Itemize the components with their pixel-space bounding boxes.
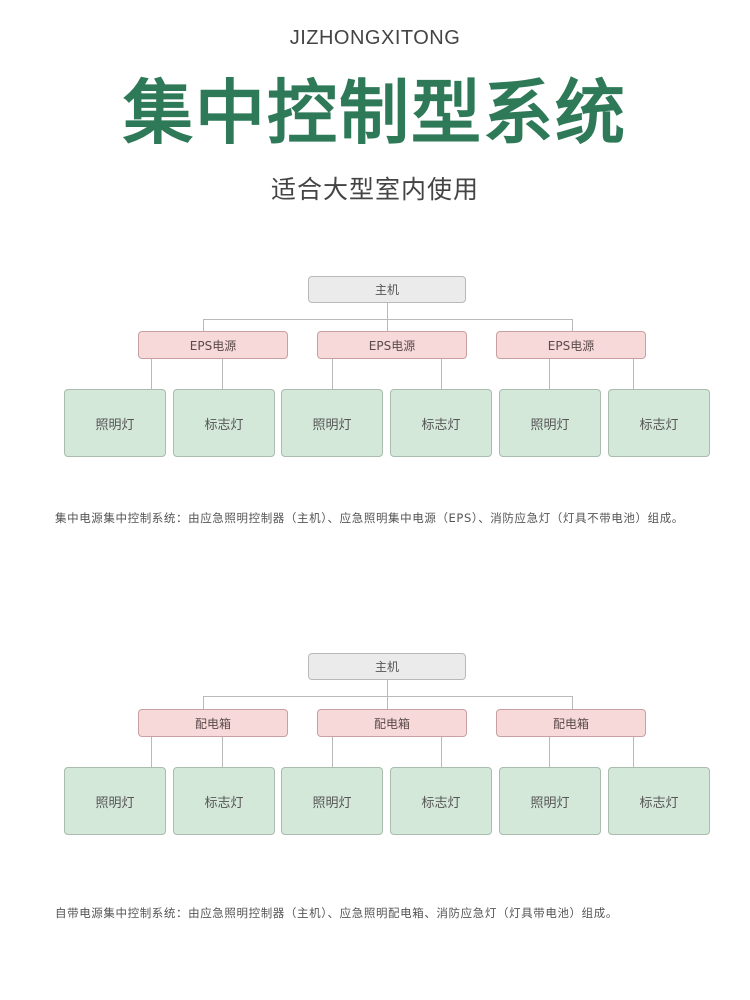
- page-title: 集中控制型系统: [123, 72, 627, 154]
- host-node: 主机: [308, 653, 466, 680]
- connector-line: [387, 680, 388, 696]
- connector-line: [151, 359, 152, 389]
- connector-line: [387, 696, 388, 709]
- lighting-lamp-node: 照明灯: [64, 389, 166, 457]
- lighting-lamp-node: 照明灯: [499, 389, 601, 457]
- connector-line: [387, 319, 388, 331]
- connector-line: [572, 696, 573, 709]
- distribution-box-node: 配电箱: [317, 709, 467, 737]
- connector-line: [222, 359, 223, 389]
- connector-line: [441, 737, 442, 767]
- distribution-box-node: 配电箱: [496, 709, 646, 737]
- connector-line: [572, 319, 573, 331]
- lighting-lamp-node: 照明灯: [281, 767, 383, 835]
- connector-line: [387, 303, 388, 319]
- connector-line: [633, 737, 634, 767]
- distribution-box-node: 配电箱: [138, 709, 288, 737]
- connector-line: [549, 737, 550, 767]
- sign-lamp-node: 标志灯: [173, 389, 275, 457]
- connector-line: [203, 319, 573, 320]
- lighting-lamp-node: 照明灯: [499, 767, 601, 835]
- connector-line: [441, 359, 442, 389]
- eps-power-node: EPS电源: [138, 331, 288, 359]
- sign-lamp-node: 标志灯: [608, 767, 710, 835]
- connector-line: [549, 359, 550, 389]
- connector-line: [203, 696, 204, 709]
- diagram-description: 集中电源集中控制系统：由应急照明控制器（主机）、应急照明集中电源（EPS）、消防…: [55, 511, 684, 525]
- tagline: 适合大型室内使用: [270, 175, 479, 204]
- eps-power-node: EPS电源: [317, 331, 467, 359]
- connector-line: [222, 737, 223, 767]
- host-node: 主机: [308, 276, 466, 303]
- sign-lamp-node: 标志灯: [173, 767, 275, 835]
- connector-line: [633, 359, 634, 389]
- lighting-lamp-node: 照明灯: [64, 767, 166, 835]
- eps-power-node: EPS电源: [496, 331, 646, 359]
- connector-line: [203, 696, 573, 697]
- connector-line: [151, 737, 152, 767]
- connector-line: [332, 737, 333, 767]
- sign-lamp-node: 标志灯: [390, 767, 492, 835]
- diagram-description: 自带电源集中控制系统：由应急照明控制器（主机）、应急照明配电箱、消防应急灯（灯具…: [55, 906, 618, 920]
- connector-line: [332, 359, 333, 389]
- connector-line: [203, 319, 204, 331]
- sign-lamp-node: 标志灯: [390, 389, 492, 457]
- lighting-lamp-node: 照明灯: [281, 389, 383, 457]
- sign-lamp-node: 标志灯: [608, 389, 710, 457]
- subtitle-english: JIZHONGXITONG: [289, 27, 461, 49]
